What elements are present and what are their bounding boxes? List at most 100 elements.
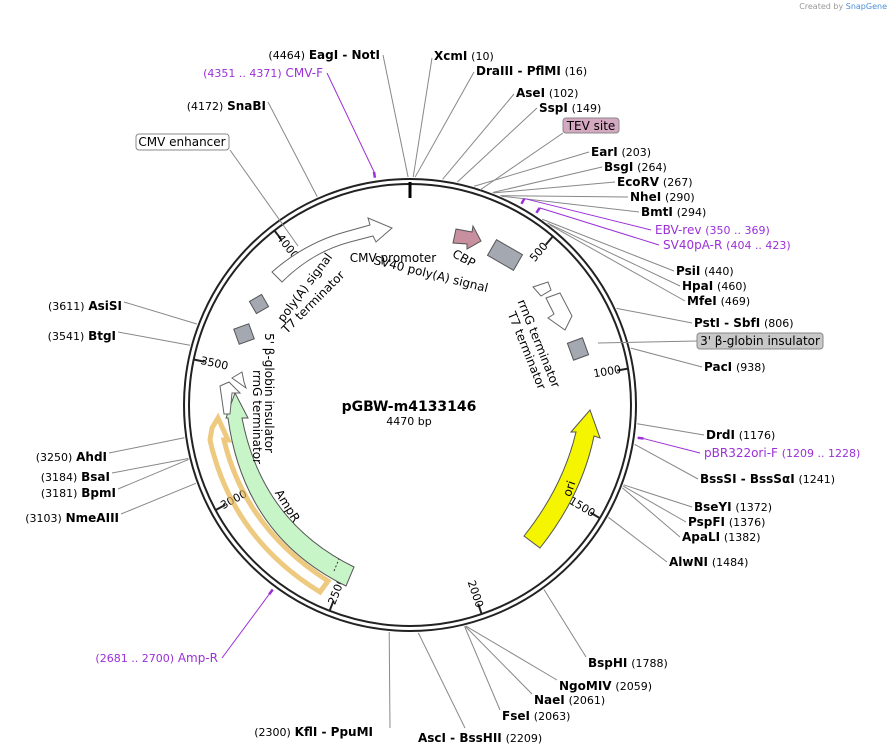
site-label-nhei[interactable]: NheI (290) (630, 190, 695, 204)
site-label-nmeaiii[interactable]: (3103) NmeAIII (25, 511, 119, 525)
site-label-eari[interactable]: EarI (203) (591, 145, 651, 159)
cmv-promoter-arrow[interactable] (271, 217, 393, 283)
site-position: (938) (736, 361, 766, 374)
rrng-terminator-arrow-right[interactable] (545, 292, 573, 331)
site-position: (290) (665, 191, 695, 204)
tick-500 (544, 235, 554, 246)
site-line-mfei (549, 224, 686, 302)
site-position: (3541) (48, 330, 85, 343)
site-label-draiii[interactable]: DraIII - PflMI (16) (476, 64, 587, 78)
site-label-xcmi[interactable]: XcmI (10) (434, 49, 494, 63)
primer-label-sv40pa-r[interactable]: SV40pA-R (404 .. 423) (663, 238, 791, 252)
site-line-pspfi (622, 485, 687, 523)
site-label-apali[interactable]: ApaLI (1382) (682, 530, 761, 544)
site-line-bsssi (634, 443, 699, 480)
cmv-enhancer-label: CMV enhancer (138, 135, 225, 149)
site-label-asei[interactable]: AseI (102) (516, 86, 578, 100)
site-label-sspi[interactable]: SspI (149) (539, 101, 601, 115)
site-line-naei (464, 625, 533, 695)
globin-insulator-5-label: 5' β-globin insulator (262, 333, 276, 453)
site-line-eagi (382, 54, 409, 178)
primer-mark-pbr322ori-f (637, 436, 644, 440)
site-label-ecorv[interactable]: EcoRV (267) (617, 175, 693, 189)
amp-r-arrow[interactable] (225, 391, 355, 587)
site-label-kfli[interactable]: (2300) KflI - PpuMI (254, 725, 373, 739)
primer-range: (404 .. 423) (726, 239, 791, 252)
site-label-naei[interactable]: NaeI (2061) (534, 693, 605, 707)
site-label-bseyi[interactable]: BseYI (1372) (694, 500, 772, 514)
site-label-bsai[interactable]: (3184) BsaI (41, 470, 110, 484)
site-name: AlwNI (669, 555, 708, 569)
site-label-fsei[interactable]: FseI (2063) (502, 709, 570, 723)
tick-1500 (589, 511, 601, 520)
site-label-asci[interactable]: AscI - BssHII (2209) (418, 731, 542, 745)
site-name: KflI - PpuMI (295, 725, 373, 739)
site-label-hpai[interactable]: HpaI (460) (682, 279, 747, 293)
site-label-bsphi[interactable]: BspHI (1788) (588, 656, 668, 670)
primer-mark-ebv-rev (520, 197, 526, 205)
primer-name: EBV-rev (655, 223, 701, 237)
primer-line-cmv-f (326, 72, 375, 172)
primer-label-pbr322ori-f[interactable]: pBR322ori-F (1209 .. 1228) (704, 446, 860, 460)
cmv-enhancer-badge[interactable]: CMV enhancer (135, 133, 230, 151)
site-position: (3611) (48, 300, 85, 313)
site-label-psii[interactable]: PsiI (440) (676, 264, 734, 278)
site-label-eagi[interactable]: (4464) EagI - NotI (268, 48, 380, 62)
globin-insulator-left-arrow[interactable] (219, 381, 242, 415)
site-label-pspfi[interactable]: PspFI (1376) (688, 515, 765, 529)
poly-a-signal-arrow[interactable] (231, 371, 247, 390)
site-position: (1176) (739, 429, 776, 442)
site-label-drdi[interactable]: DrdI (1176) (706, 428, 775, 442)
tick-3000 (215, 503, 226, 511)
site-label-asisi[interactable]: (3611) AsiSI (48, 299, 122, 313)
site-name: BseYI (694, 500, 732, 514)
primer-range: (2681 .. 2700) (95, 652, 174, 665)
snapgene-credit: Created by SnapGene (799, 2, 887, 11)
primer-line-pbr322ori-f (643, 438, 701, 454)
rrng-terminator-arrow-small[interactable] (532, 281, 552, 297)
site-position: (2300) (254, 726, 291, 739)
site-position: (203) (622, 146, 652, 159)
tick-2500 (328, 600, 335, 612)
site-label-ngomiv[interactable]: NgoMIV (2059) (559, 679, 652, 693)
tev-site-badge[interactable]: TEV site (562, 117, 620, 134)
site-label-bpmi[interactable]: (3181) BpmI (41, 486, 116, 500)
primer-name: Amp-R (178, 651, 218, 665)
amp-r-primer-highlight (207, 412, 332, 596)
site-position: (1241) (799, 473, 836, 486)
primer-label-ebv-rev[interactable]: EBV-rev (350 .. 369) (655, 223, 770, 237)
site-position: (3181) (41, 487, 78, 500)
site-line-hpai (547, 222, 681, 287)
site-label-bsgi[interactable]: BsgI (264) (604, 160, 667, 174)
ori-arrow[interactable] (523, 409, 601, 549)
tick-label-3500: 3500 (199, 354, 229, 372)
cbp-arrow[interactable] (452, 224, 482, 250)
primer-label-cmv-f[interactable]: (4351 .. 4371) CMV-F (203, 66, 323, 80)
primer-label-amp-r[interactable]: (2681 .. 2700) Amp-R (95, 651, 218, 665)
cmv-promoter-label: CMV promoter (350, 251, 437, 265)
tick-label-2000: 2000 (465, 579, 486, 610)
primer-name: SV40pA-R (663, 238, 722, 252)
globin-insulator-3-badge[interactable]: 3' β-globin insulator (696, 332, 824, 350)
site-label-snabi[interactable]: (4172) SnaBI (187, 99, 266, 113)
site-label-alwni[interactable]: AlwNI (1484) (669, 555, 748, 569)
site-label-btgi[interactable]: (3541) BtgI (48, 329, 116, 343)
site-line-kfli (388, 632, 391, 729)
site-position: (1382) (724, 531, 761, 544)
site-position: (4172) (187, 100, 224, 113)
site-position: (294) (677, 206, 707, 219)
t7-terminator-box-right[interactable] (566, 337, 590, 361)
primer-range: (350 .. 369) (705, 224, 770, 237)
t7-terminator-box-left[interactable] (248, 293, 270, 315)
t7-terminator-box-left-2[interactable] (233, 323, 255, 345)
site-label-paci[interactable]: PacI (938) (704, 360, 766, 374)
site-label-bsssi[interactable]: BssSI - BssSαI (1241) (700, 472, 835, 486)
site-label-bmti[interactable]: BmtI (294) (641, 205, 706, 219)
site-label-ahdi[interactable]: (3250) AhdI (36, 450, 107, 464)
sv40-polya-box[interactable] (486, 239, 524, 271)
site-position: (1376) (729, 516, 766, 529)
site-label-psti[interactable]: PstI - SbfI (806) (694, 316, 794, 330)
primer-name: CMV-F (286, 66, 324, 80)
tick-2000 (477, 603, 483, 615)
site-label-mfei[interactable]: MfeI (469) (687, 294, 750, 308)
